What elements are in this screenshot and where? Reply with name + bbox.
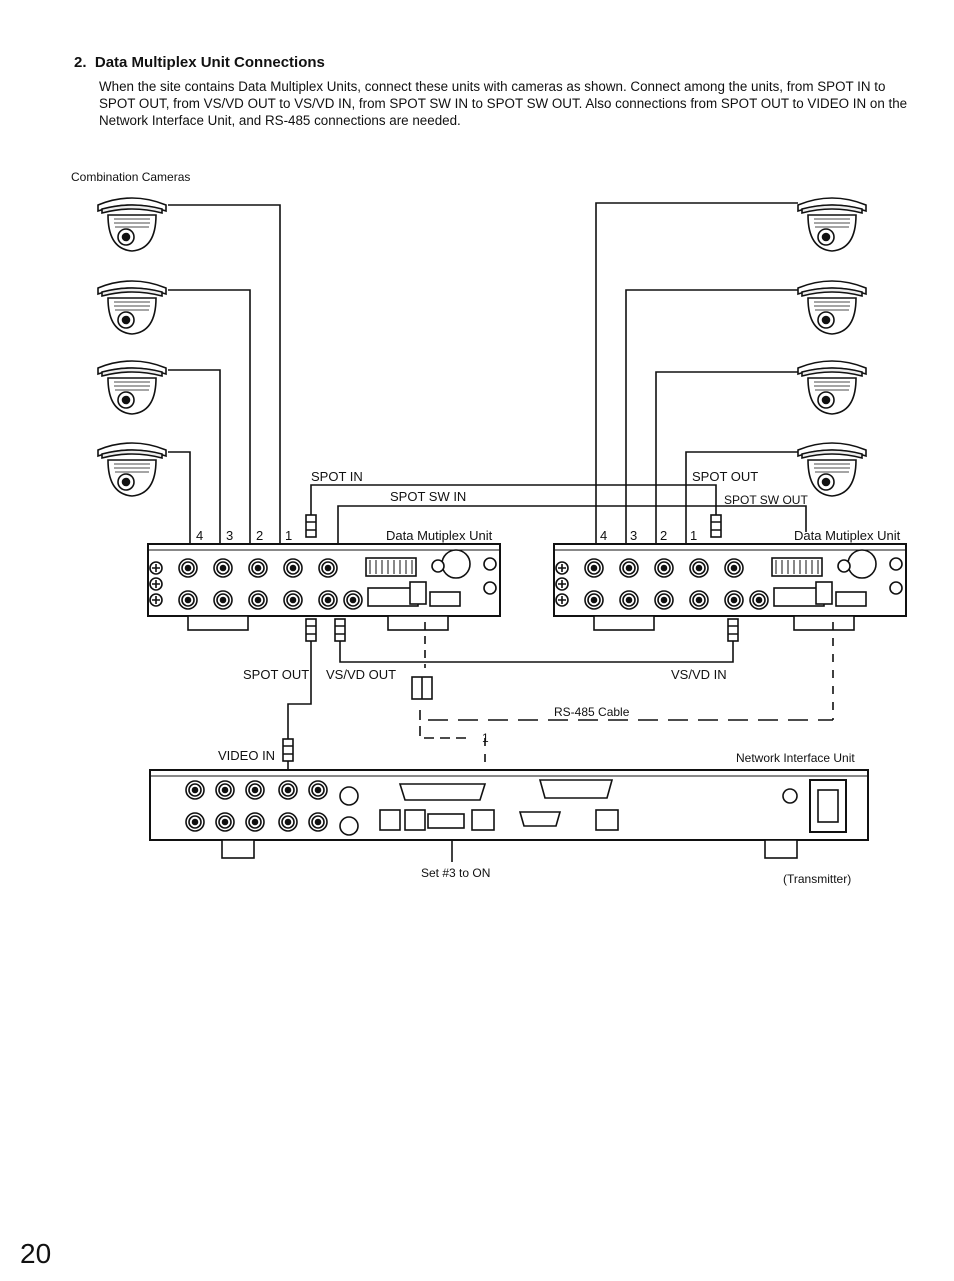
right-port-label-4: 4	[600, 528, 608, 543]
left-port-label-1: 1	[285, 528, 293, 543]
right-camera-cables	[595, 202, 798, 570]
left-port-label-3: 3	[226, 528, 234, 543]
niu-label: Network Interface Unit	[736, 751, 855, 765]
transmitter-label: (Transmitter)	[783, 872, 852, 886]
data-multiplex-unit-right	[554, 544, 906, 630]
camera-right-1	[797, 197, 867, 252]
camera-left-1	[97, 197, 167, 252]
unit-right-label: Data Mutiplex Unit	[794, 528, 901, 543]
network-interface-unit	[149, 769, 869, 859]
camera-left-4	[97, 442, 167, 497]
data-multiplex-unit-left	[148, 544, 500, 630]
spot-sw-in-label: SPOT SW IN	[390, 489, 467, 504]
left-port-label-2: 2	[256, 528, 264, 543]
rs485-pin-label: 1	[482, 731, 489, 745]
page-number: 20	[20, 1238, 52, 1269]
spot-in-label: SPOT IN	[311, 469, 363, 484]
spot-out-bottom-label: SPOT OUT	[243, 667, 310, 682]
vsvd-in-label: VS/VD IN	[671, 667, 727, 682]
section-heading: 2. Data Multiplex Unit Connections	[74, 54, 325, 71]
spot-cables	[305, 484, 807, 568]
bottom-cables	[282, 618, 834, 862]
camera-right-3	[797, 360, 867, 415]
section-intro: When the site contains Data Multiplex Un…	[99, 79, 908, 128]
camera-right-2	[797, 280, 867, 335]
camera-right-4	[797, 442, 867, 497]
section-number: 2.	[74, 54, 87, 71]
rs485-cable-label: RS-485 Cable	[554, 705, 630, 719]
right-port-label-1: 1	[690, 528, 698, 543]
left-camera-cables	[168, 204, 281, 570]
spot-sw-out-label: SPOT SW OUT	[724, 493, 808, 507]
vsvd-out-label: VS/VD OUT	[326, 667, 397, 682]
cameras-label: Combination Cameras	[71, 170, 191, 184]
unit-left-label: Data Mutiplex Unit	[386, 528, 493, 543]
set3-label: Set #3 to ON	[421, 866, 491, 880]
video-in-label: VIDEO IN	[218, 748, 276, 763]
camera-left-3	[97, 360, 167, 415]
camera-left-2	[97, 280, 167, 335]
right-port-label-3: 3	[630, 528, 638, 543]
left-port-label-4: 4	[196, 528, 204, 543]
right-port-label-2: 2	[660, 528, 668, 543]
spot-out-top-label: SPOT OUT	[692, 469, 759, 484]
section-title: Data Multiplex Unit Connections	[94, 54, 325, 71]
